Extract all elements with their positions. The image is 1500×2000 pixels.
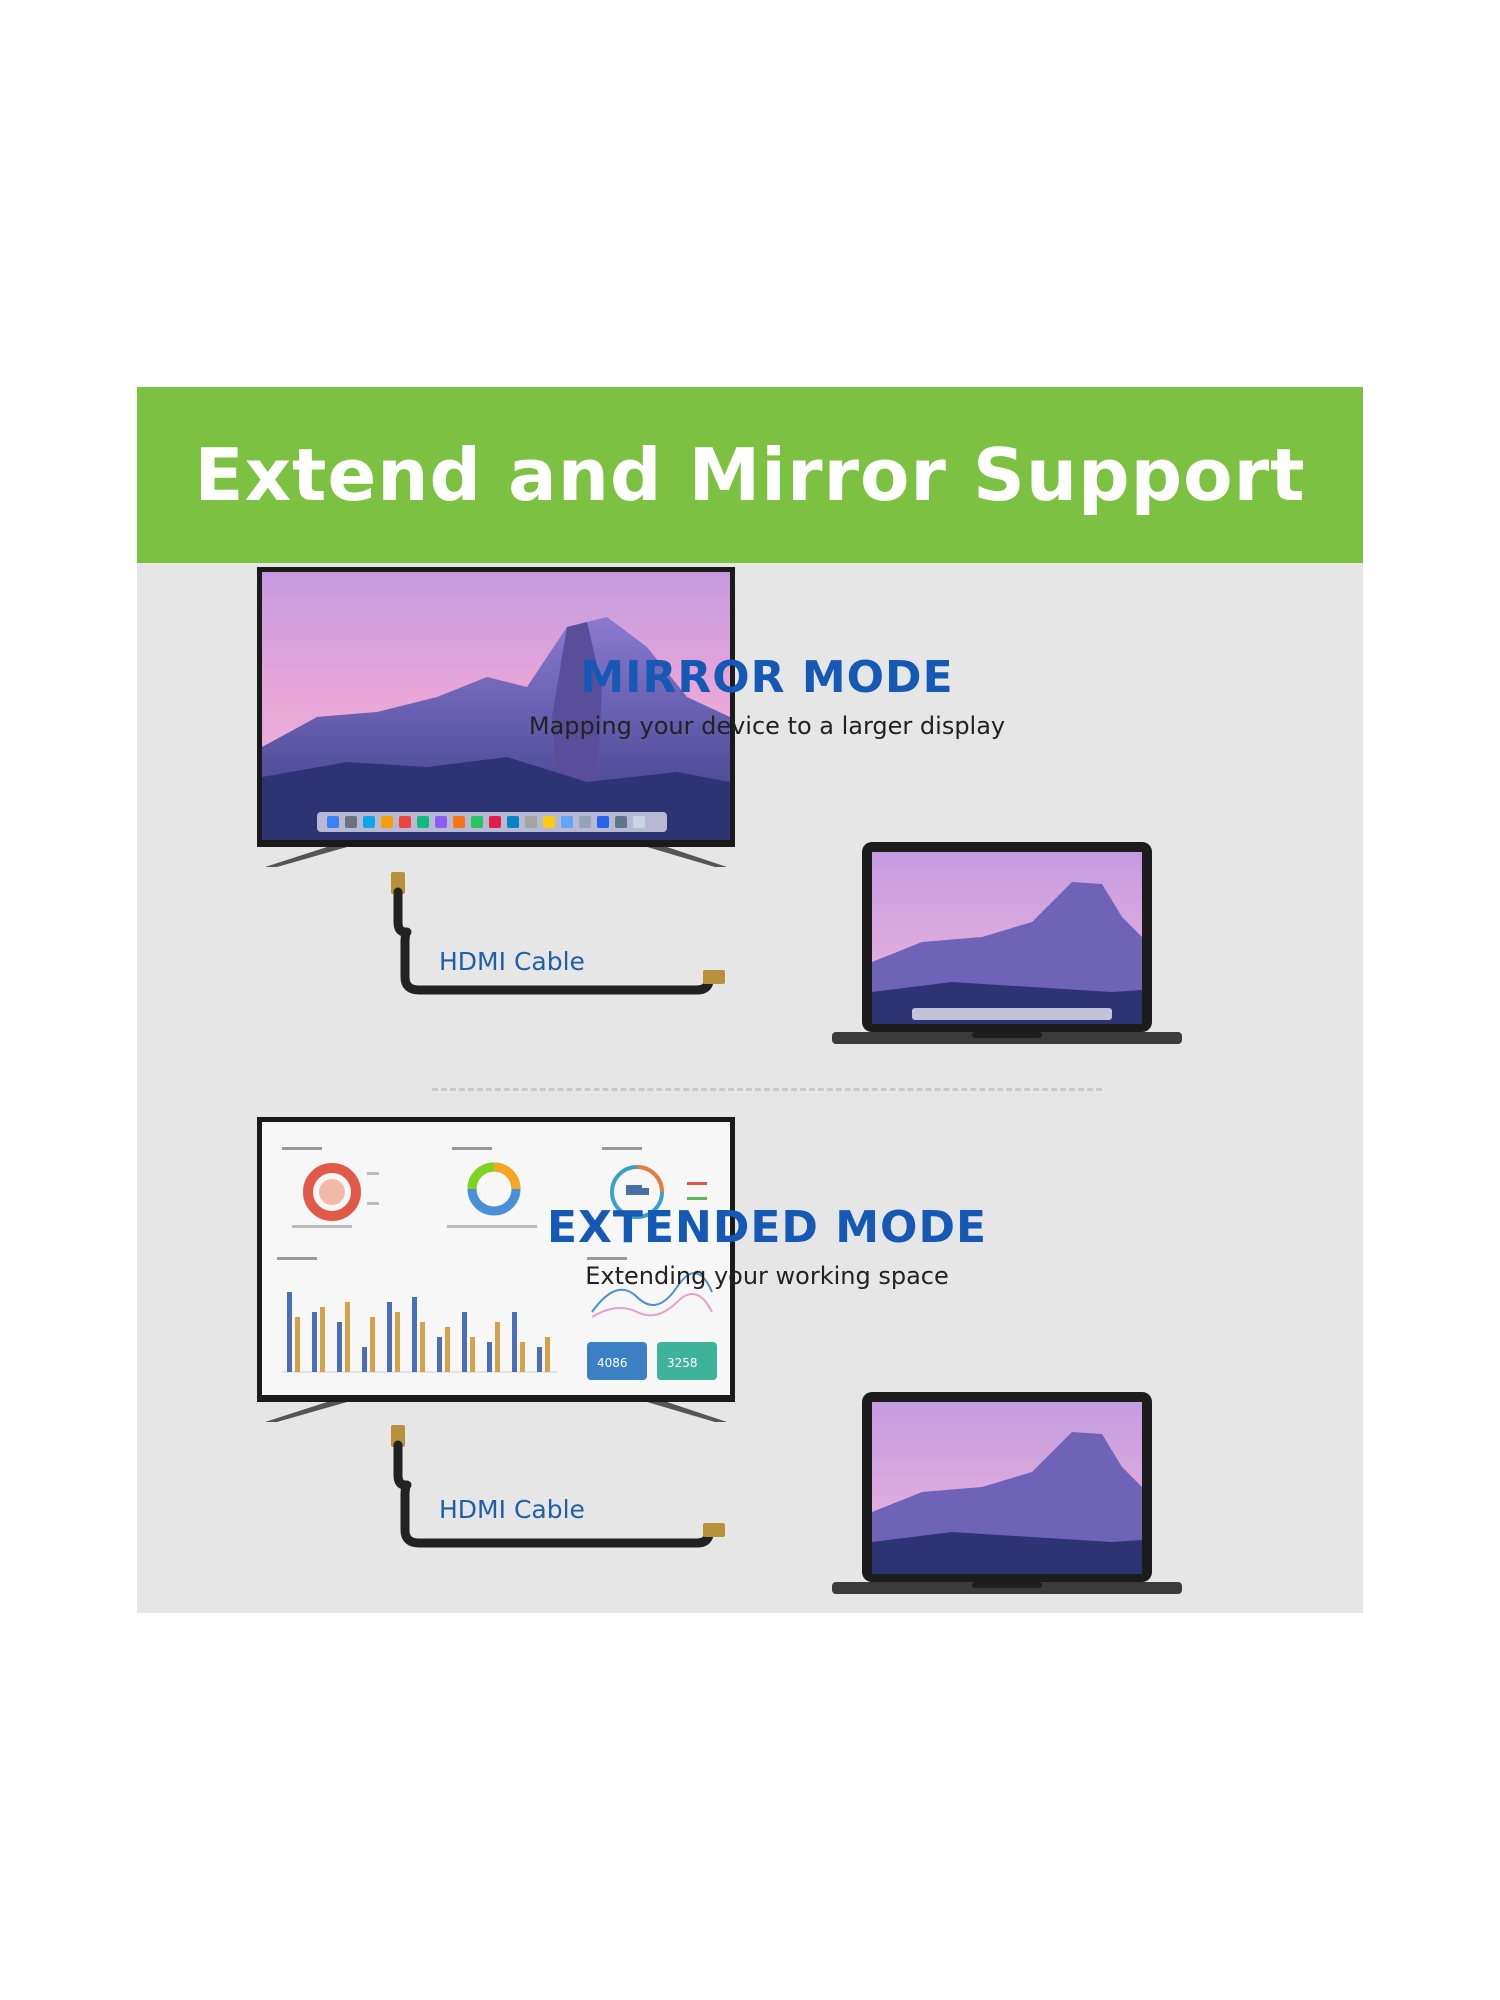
main-panel: Extend and Mirror Support <box>137 387 1363 1613</box>
extended-cable-label: HDMI Cable <box>439 1495 585 1524</box>
extended-cable <box>391 1425 725 1548</box>
dashboard-bar-chart <box>277 1257 557 1373</box>
dashboard-pie-widget <box>282 1147 379 1228</box>
stat-left-value: 4086 <box>597 1356 628 1370</box>
mirror-laptop <box>832 842 1182 1044</box>
mirror-mode-title: MIRROR MODE <box>580 652 954 703</box>
extended-mode-subtitle: Extending your working space <box>585 1262 949 1290</box>
banner-title: Extend and Mirror Support <box>194 433 1306 517</box>
extended-mode-title: EXTENDED MODE <box>546 1202 988 1253</box>
banner: Extend and Mirror Support <box>137 387 1363 563</box>
mirror-cable <box>391 872 725 995</box>
dashboard-stat-right: 3258 <box>657 1342 717 1380</box>
dashboard-line-chart <box>587 1257 713 1318</box>
dashboard-truck-widget <box>602 1147 707 1219</box>
dashboard-donut-widget <box>447 1147 537 1228</box>
mirror-tv <box>257 567 735 867</box>
stat-right-value: 3258 <box>667 1356 698 1370</box>
dashboard-stat-left: 4086 <box>587 1342 647 1380</box>
dock-icons <box>327 816 645 828</box>
extended-tv: 4086 3258 <box>257 1117 735 1422</box>
extended-laptop <box>832 1392 1182 1594</box>
mirror-cable-label: HDMI Cable <box>439 947 585 976</box>
section-divider <box>432 1088 1102 1091</box>
mirror-mode-subtitle: Mapping your device to a larger display <box>528 712 1006 740</box>
